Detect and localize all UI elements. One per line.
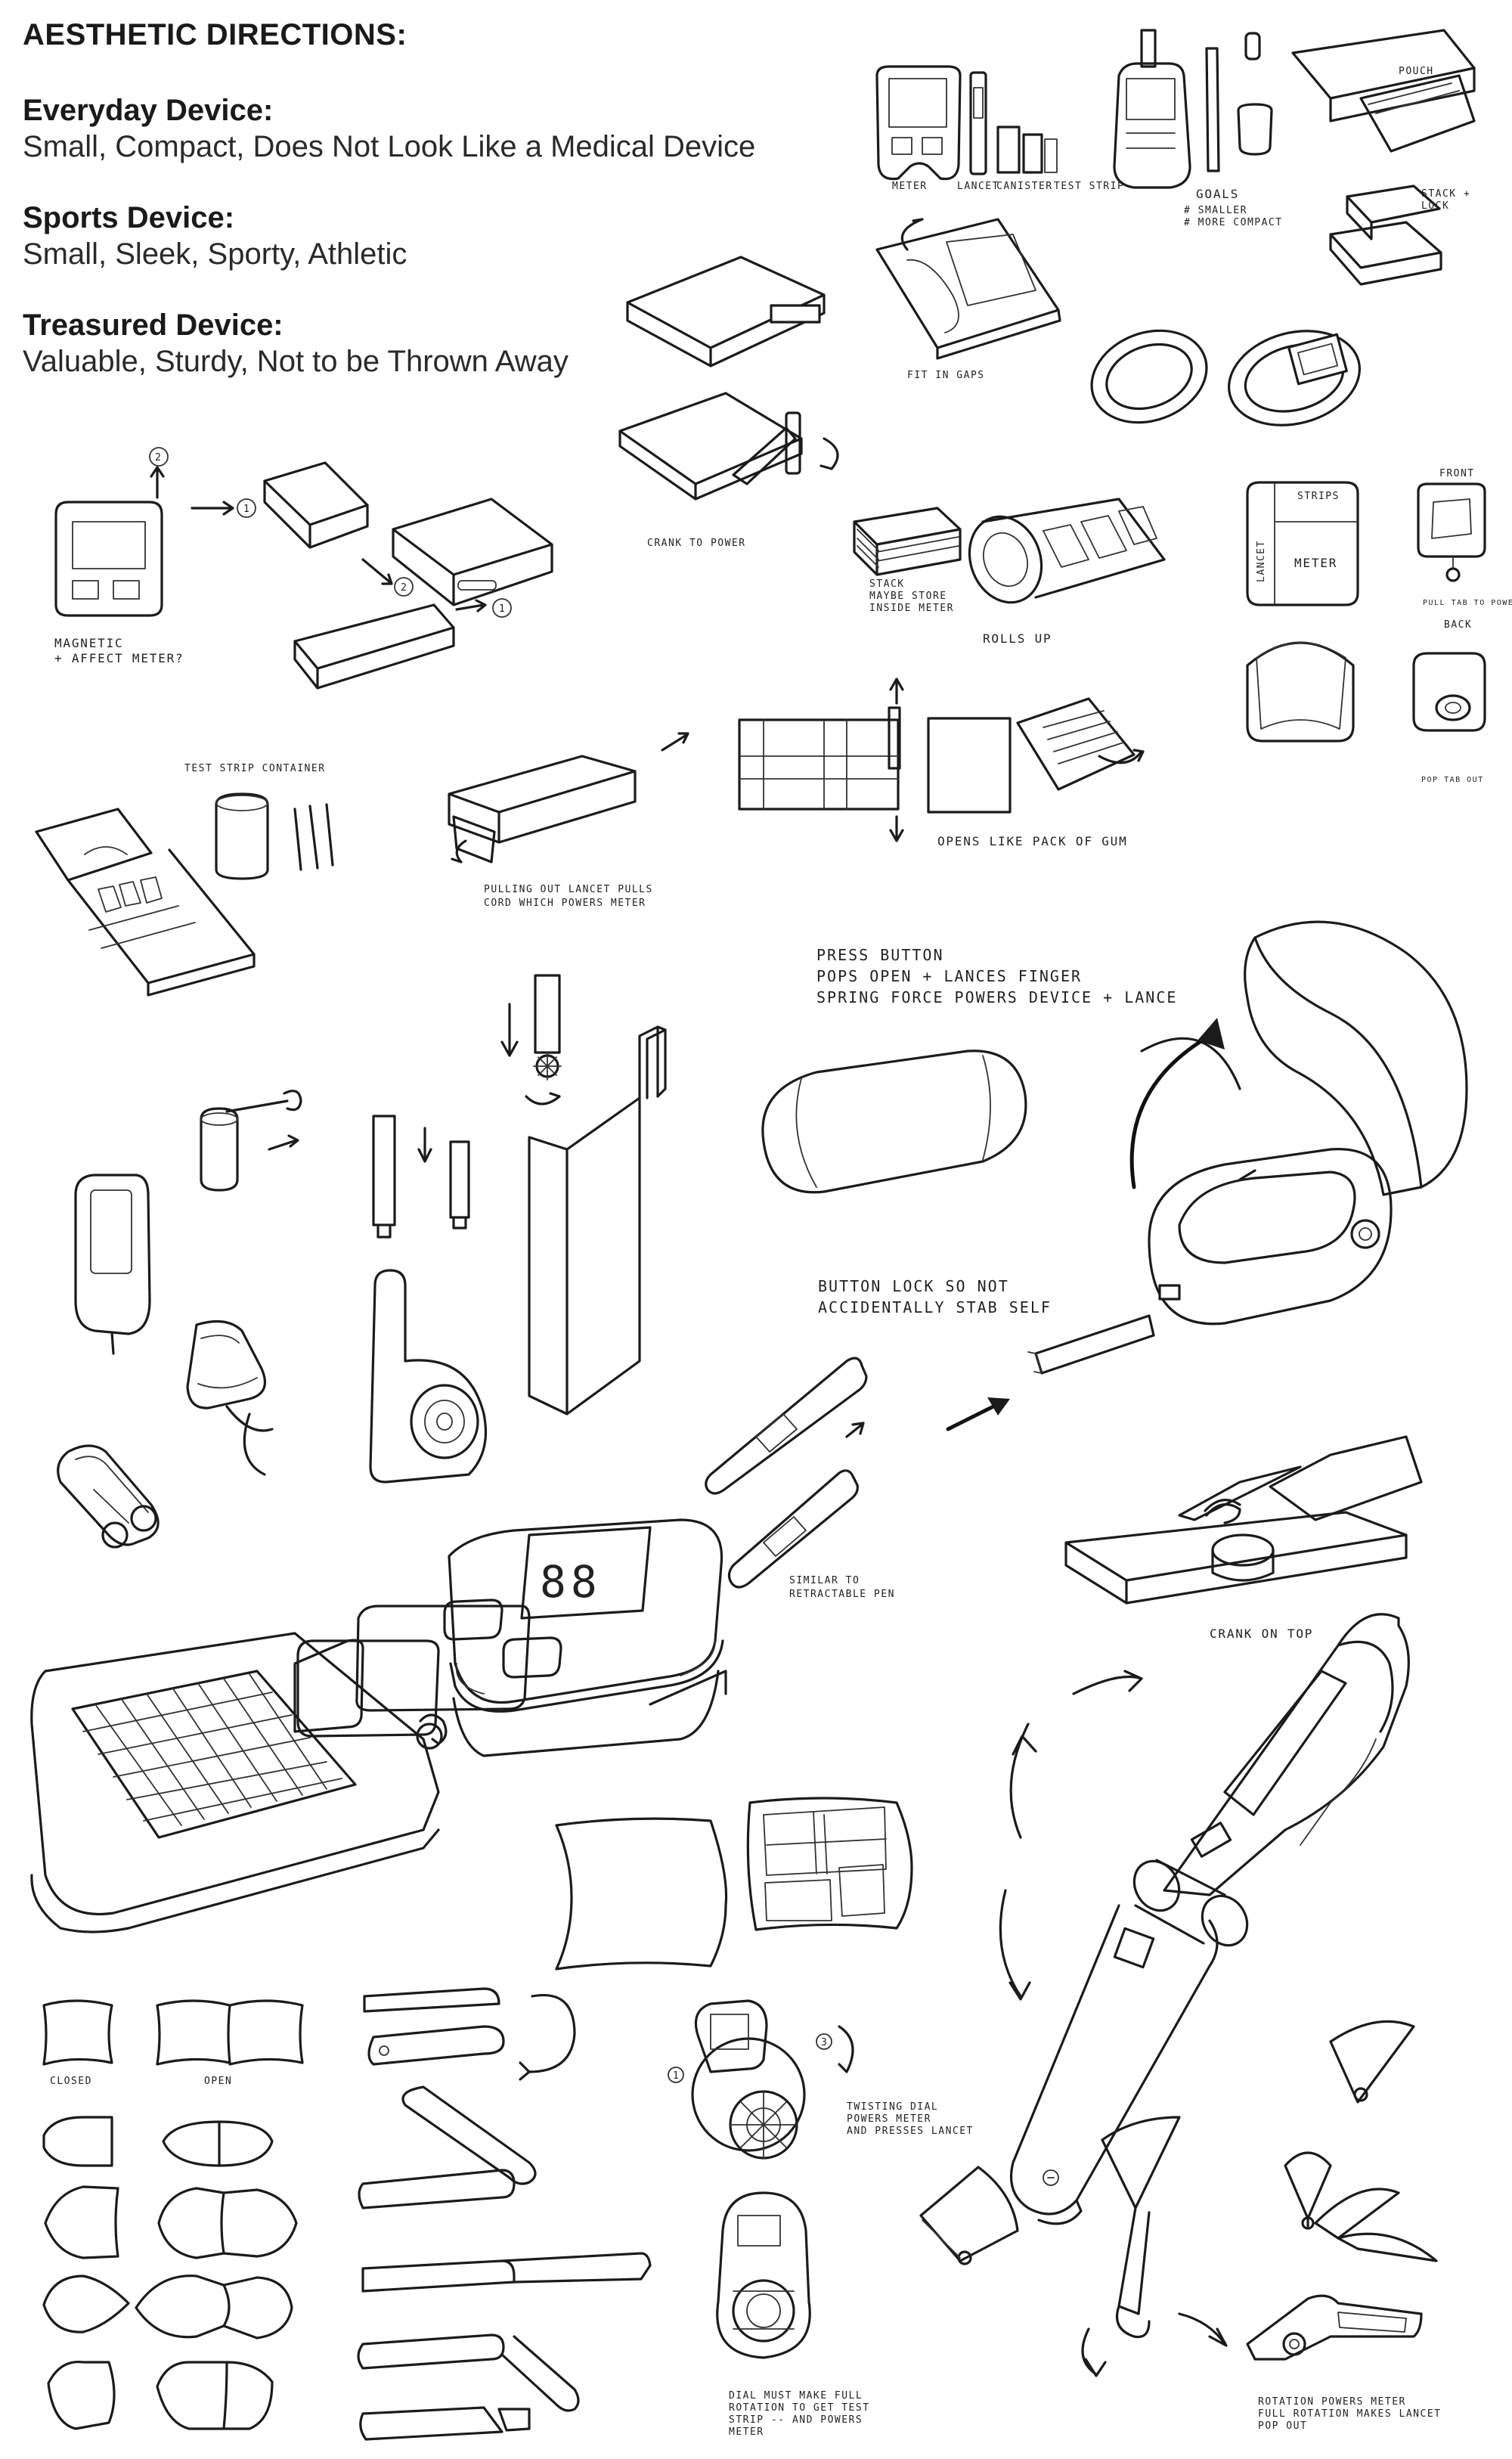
step-number: 3 <box>821 2037 828 2048</box>
rotation-label: FULL ROTATION MAKES LANCET <box>1258 2408 1442 2420</box>
pulling-lancet-label: CORD WHICH POWERS METER <box>484 898 646 909</box>
curved-device-sketch <box>369 1269 488 1484</box>
dial-rotation-label: METER <box>729 2426 764 2438</box>
canister-label: CANISTER <box>996 181 1053 192</box>
lancet-vertical-label: LANCET <box>1256 540 1267 582</box>
step-number: 1 <box>243 504 250 515</box>
test-strip-container-label: TEST STRIP CONTAINER <box>184 763 326 774</box>
similar-pen-label: RETRACTABLE PEN <box>789 1589 895 1600</box>
back-label: BACK <box>1444 619 1472 631</box>
direction-description: Valuable, Sturdy, Not to be Thrown Away <box>23 345 569 378</box>
solar-meter-sketch: 88 <box>30 1518 727 1933</box>
pouch-label: POUCH <box>1399 66 1434 77</box>
test-strip-container-sketch: TEST STRIP CONTAINER <box>35 763 334 997</box>
stack-lock-label: STACK + <box>1421 188 1470 200</box>
button-lock-label: ACCIDENTALLY STAB SELF <box>818 1298 1052 1316</box>
crank-on-top-sketch: CRANK ON TOP <box>1064 1435 1423 1641</box>
pulling-lancet-label: PULLING OUT LANCET PULLS <box>484 884 653 895</box>
fit-in-gaps-label: FIT IN GAPS <box>907 370 985 381</box>
similar-pen-label: SIMILAR TO <box>789 1575 860 1586</box>
dial-rotation-label: DIAL MUST MAKE FULL <box>729 2390 863 2402</box>
goals-title: GOALS <box>1196 187 1239 201</box>
strips-label: STRIPS <box>1297 491 1340 502</box>
direction-description: Small, Sleek, Sporty, Athletic <box>23 237 407 271</box>
rotation-label: ROTATION POWERS METER <box>1258 2396 1406 2408</box>
test-strip-label: TEST STRIP <box>1054 181 1124 192</box>
pen-parts-sketch <box>372 974 667 1416</box>
meter-display-readout: 88 <box>540 1556 602 1608</box>
stack-label: MAYBE STORE <box>869 591 947 602</box>
crank-to-power-label: CRANK TO POWER <box>647 538 746 549</box>
pulling-lancet-sketch: PULLING OUT LANCET PULLS CORD WHICH POWE… <box>448 732 689 909</box>
lancet-label: LANCET <box>957 181 999 192</box>
stack-rolls-up-sketch: STACK MAYBE STORE INSIDE METER ROLLS UP <box>853 498 1166 646</box>
direction-name: Sports Device: <box>23 201 235 234</box>
magnetic-label: + AFFECT METER? <box>54 651 184 665</box>
crank-to-power-sketch: CRANK TO POWER <box>618 256 839 549</box>
cylinder-key-sketch <box>74 1090 302 1355</box>
button-lock-label: BUTTON LOCK SO NOT <box>818 1277 1009 1295</box>
folding-bar-sketch <box>357 1987 652 2441</box>
open-label: OPEN <box>204 2076 232 2087</box>
step-number: 1 <box>499 603 506 615</box>
direction-treasured: Treasured Device: Valuable, Sturdy, Not … <box>23 307 854 380</box>
pack-of-gum-sketch: OPENS LIKE PACK OF GUM <box>738 678 1145 848</box>
goals-item: # MORE COMPACT <box>1184 217 1283 228</box>
rolls-up-label: ROLLS UP <box>983 631 1052 646</box>
pop-tab-out-label: POP TAB OUT <box>1421 776 1484 784</box>
stack-label: STACK <box>869 578 905 590</box>
small-handheld-devices-sketch <box>57 1319 274 1549</box>
meter-vertical-label: METER <box>1294 556 1337 570</box>
closed-open-silhouettes: CLOSED OPEN <box>42 1999 304 2430</box>
retractable-pen-sketch: SIMILAR TO RETRACTABLE PEN <box>705 1357 895 1600</box>
lancet-strips-meter-card: STRIPS METER LANCET <box>1246 481 1359 743</box>
twisting-dial-device: 1 3 TWISTING DIAL POWERS METER AND PRESS… <box>668 1999 974 2160</box>
magnetic-label: MAGNETIC <box>54 636 123 650</box>
stack-lock-label: LOCK <box>1421 200 1449 212</box>
bow-tie-wallet-sketch <box>555 1797 913 1971</box>
hinged-rotation-device <box>999 1613 1410 2225</box>
direction-sports: Sports Device: Small, Sleek, Sporty, Ath… <box>23 200 854 272</box>
step-number: 2 <box>155 452 162 464</box>
fit-in-gaps-sketch: FIT IN GAPS <box>875 218 1061 381</box>
press-button-label: PRESS BUTTON <box>816 946 944 964</box>
meter-label: METER <box>892 181 928 192</box>
aesthetic-directions-header: AESTHETIC DIRECTIONS: Everyday Device: S… <box>23 17 854 414</box>
direction-description: Small, Compact, Does Not Look Like a Med… <box>23 130 756 163</box>
goals-item: # SMALLER <box>1184 205 1247 216</box>
magnetic-meter-sketch: 2 MAGNETIC + AFFECT METER? 1 2 1 <box>54 447 553 690</box>
capsule-case-sketch <box>761 1050 1027 1194</box>
stack-label: INSIDE METER <box>869 603 954 614</box>
glucose-meter-kit-sketch: METER LANCET CANISTER TEST STRIP GOALS #… <box>875 29 1476 286</box>
front-label: FRONT <box>1439 468 1475 479</box>
rotation-label: POP OUT <box>1258 2420 1307 2432</box>
crank-on-top-label: CRANK ON TOP <box>1210 1626 1313 1641</box>
twisting-dial-label: TWISTING DIAL <box>847 2101 938 2113</box>
fan-rotation-sketches: ROTATION POWERS METER FULL ROTATION MAKE… <box>919 2020 1442 2432</box>
pull-tab-device-sketch: FRONT PULL TAB TO POWER BACK POP TAB OUT <box>1412 468 1512 784</box>
dial-rotation-label: STRIP -- AND POWERS <box>729 2414 863 2426</box>
direction-name: Everyday Device: <box>23 94 274 127</box>
opens-like-gum-label: OPENS LIKE PACK OF GUM <box>937 834 1128 848</box>
step-number: 2 <box>401 582 407 594</box>
twisting-dial-label: AND PRESSES LANCET <box>847 2126 974 2137</box>
direction-name: Treasured Device: <box>23 309 284 342</box>
step-number: 1 <box>673 2070 680 2082</box>
page-title: AESTHETIC DIRECTIONS: <box>23 18 407 51</box>
dial-rotation-label: ROTATION TO GET TEST <box>729 2402 870 2414</box>
press-button-lancing-device: PRESS BUTTON POPS OPEN + LANCES FINGER S… <box>816 920 1468 1431</box>
twisting-dial-label: POWERS METER <box>847 2113 931 2125</box>
press-button-label: POPS OPEN + LANCES FINGER <box>816 967 1082 985</box>
press-button-label: SPRING FORCE POWERS DEVICE + LANCE <box>816 988 1177 1006</box>
closed-label: CLOSED <box>50 2076 92 2087</box>
full-rotation-dial-device: DIAL MUST MAKE FULL ROTATION TO GET TEST… <box>716 2191 870 2438</box>
wristband-sketch <box>1090 329 1362 426</box>
direction-everyday: Everyday Device: Small, Compact, Does No… <box>23 92 854 165</box>
pull-tab-label: PULL TAB TO POWER <box>1423 599 1512 607</box>
